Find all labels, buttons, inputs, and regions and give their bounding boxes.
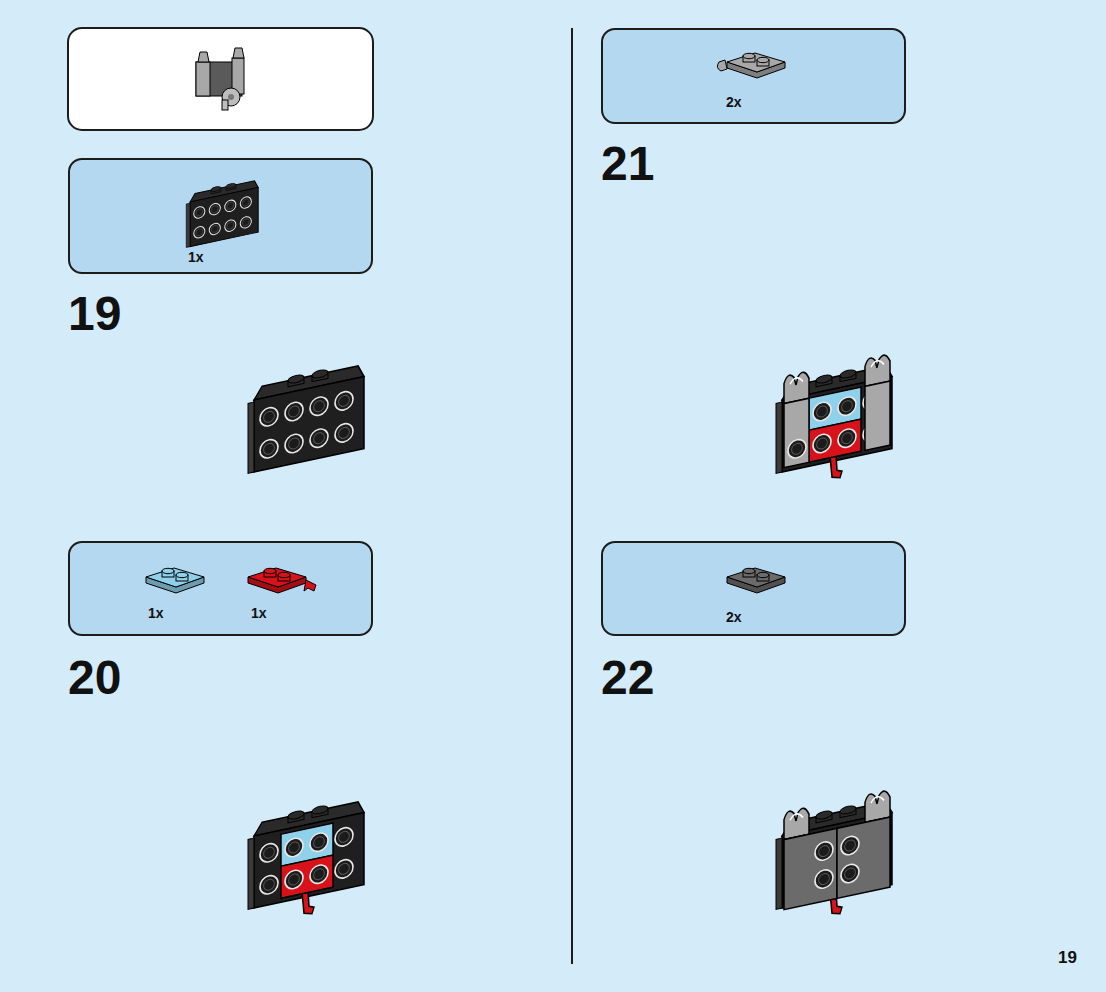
step-21-model [776, 353, 892, 491]
step-number: 21 [601, 140, 654, 188]
part-icon [70, 543, 371, 634]
step-number: 19 [68, 290, 121, 338]
step-20-model [248, 797, 364, 927]
page-number: 19 [1058, 949, 1077, 966]
parts-box: 1x [68, 158, 373, 274]
subassembly-icon [196, 48, 244, 110]
parts-box: 1x 1x [68, 541, 373, 636]
subassembly-box [68, 28, 373, 130]
part-count: 1x [148, 606, 164, 620]
divider-line [571, 28, 573, 964]
step-number: 20 [68, 654, 121, 702]
part-count: 2x [726, 95, 742, 109]
parts-box: 2x [601, 541, 906, 636]
part-count: 2x [726, 610, 742, 624]
part-icon [70, 160, 371, 272]
part-icon [603, 543, 904, 634]
step-number: 22 [601, 654, 654, 702]
part-count: 1x [251, 606, 267, 620]
step-22-model [776, 789, 892, 927]
parts-box: 2x [601, 28, 906, 124]
part-count: 1x [188, 250, 204, 264]
step-19-model [248, 361, 364, 473]
part-icon [603, 30, 904, 122]
